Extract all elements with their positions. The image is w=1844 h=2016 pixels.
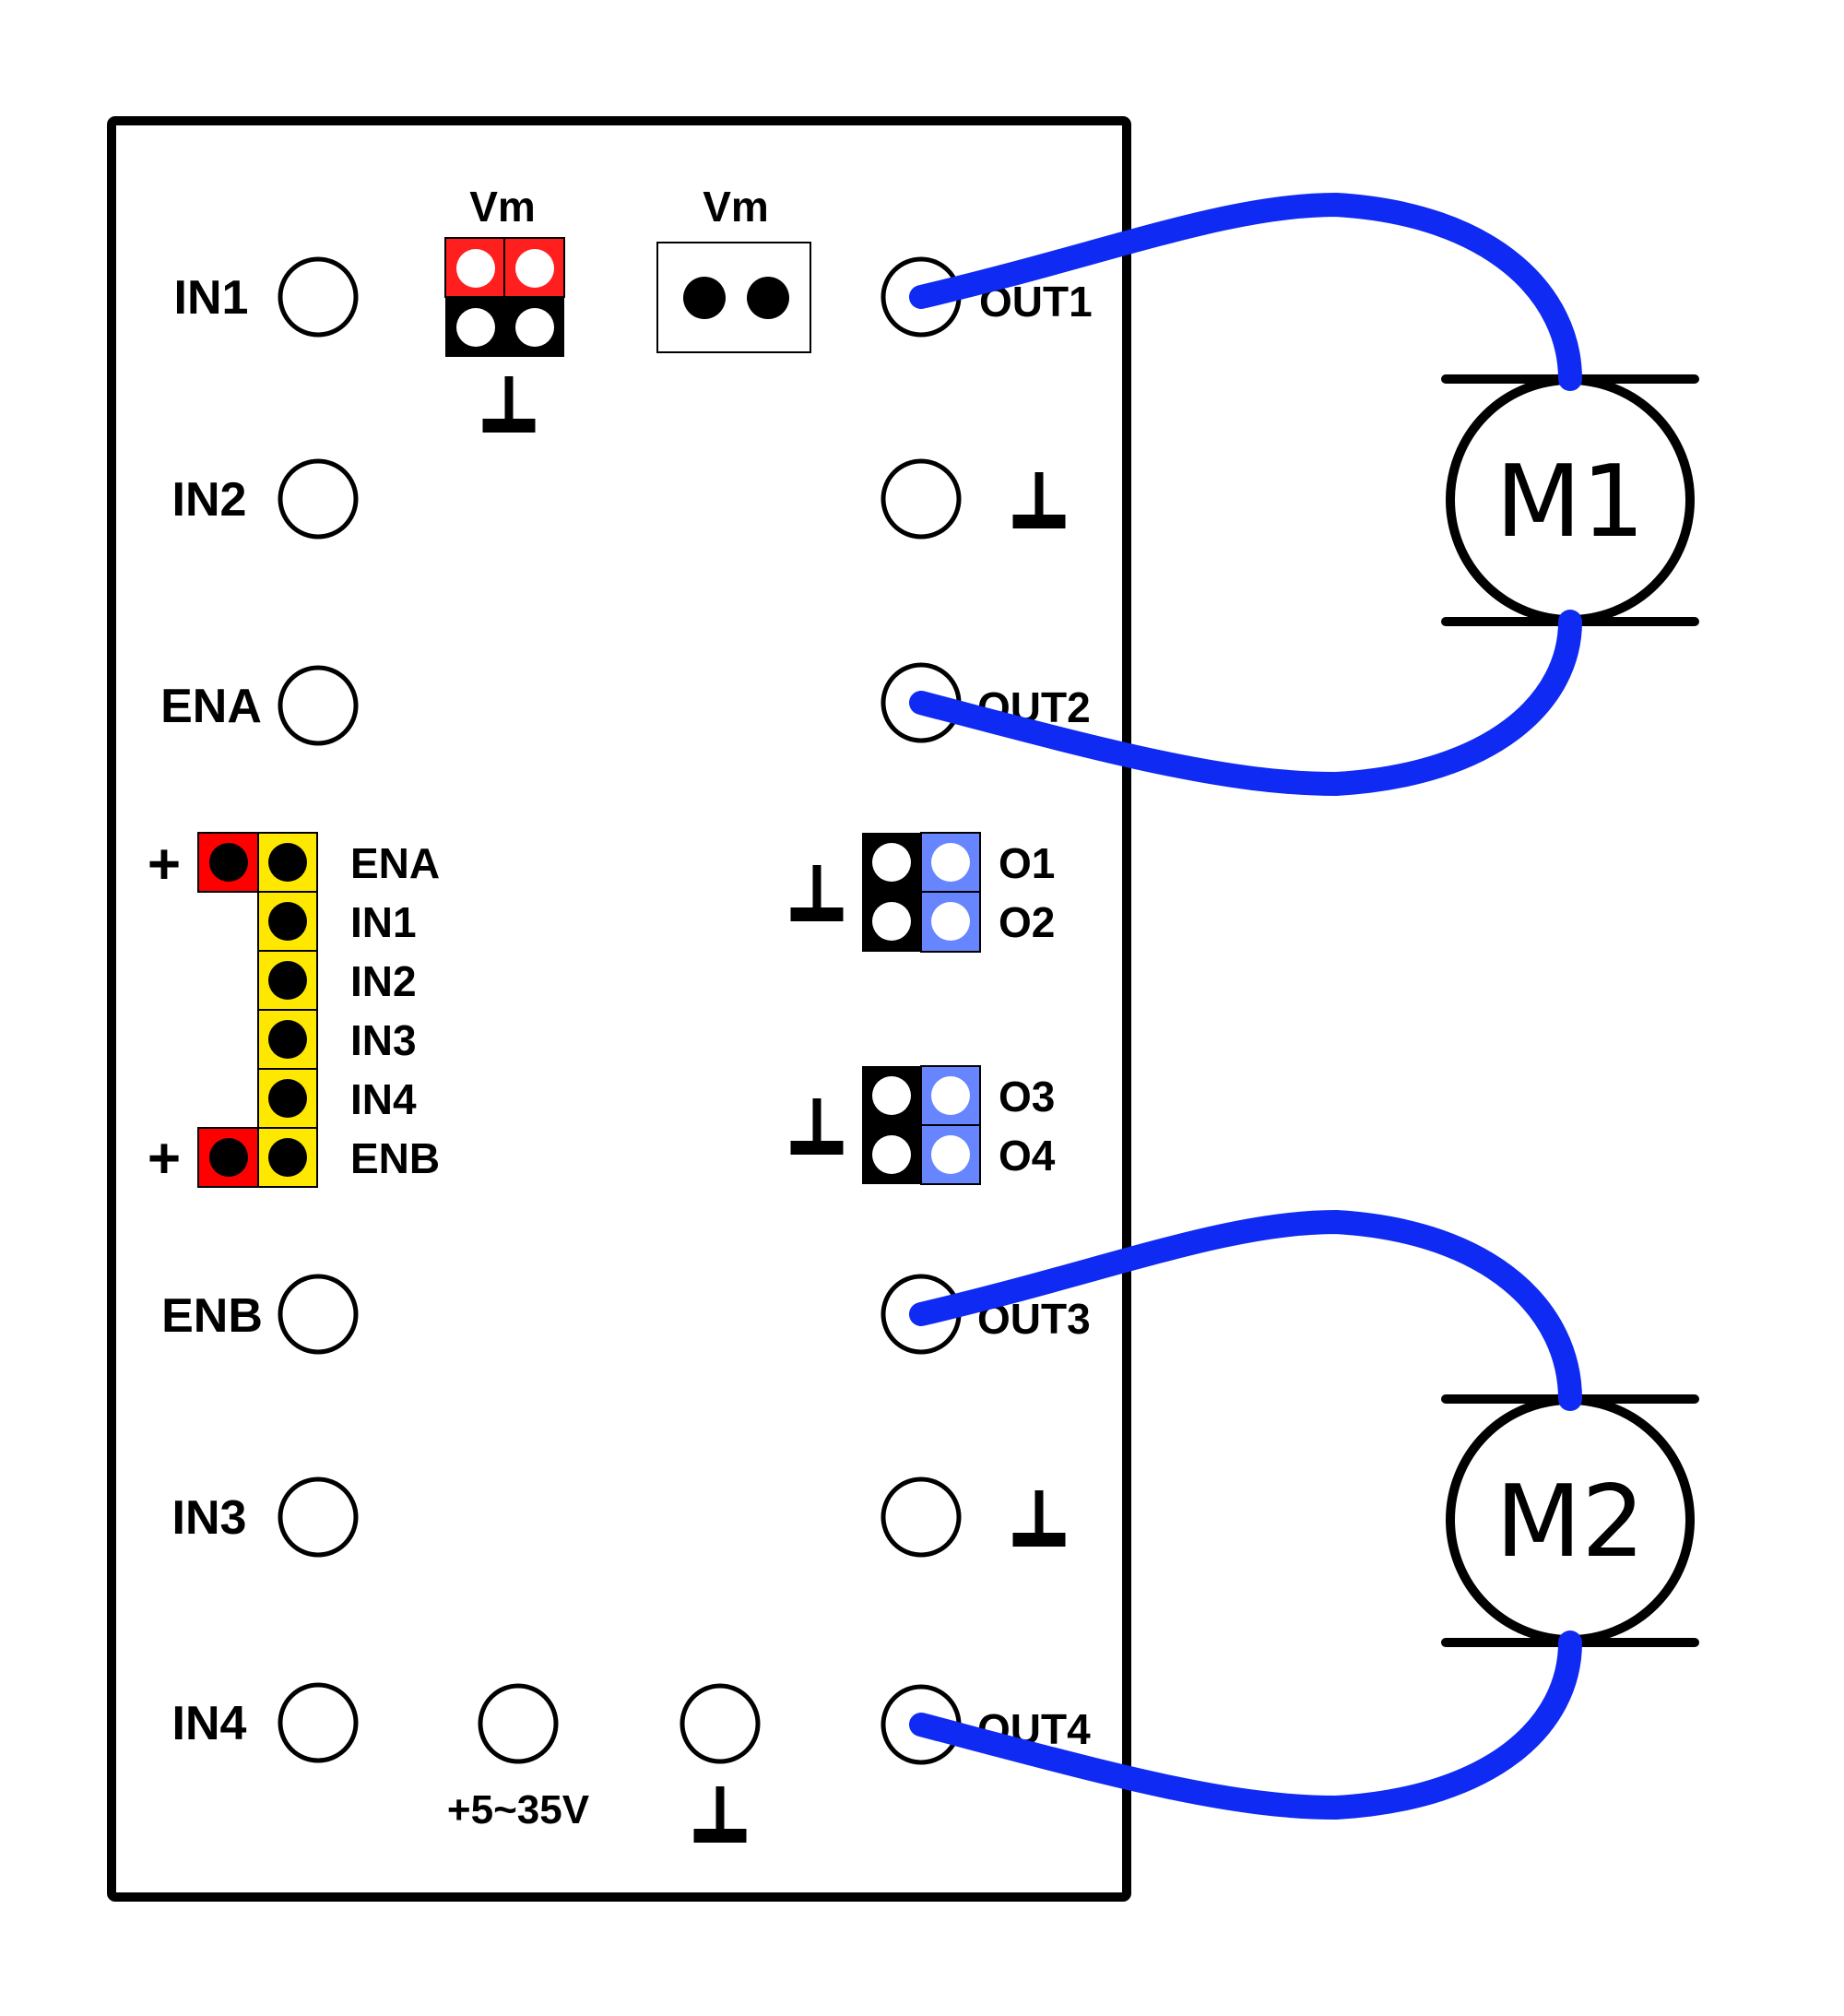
screw-terminal[interactable] — [680, 1683, 761, 1764]
plus-icon: + — [148, 1127, 181, 1191]
screw-terminal[interactable] — [278, 1476, 359, 1558]
wire-out1-m1[interactable] — [909, 192, 1582, 391]
vm-jumper[interactable]: Vm — [444, 183, 565, 433]
terminal-in4[interactable]: IN4 — [172, 1682, 359, 1763]
terminal-label: IN2 — [172, 473, 247, 527]
header-pin[interactable] — [872, 843, 911, 882]
vm-connector-label: Vm — [703, 183, 769, 231]
header-pin[interactable] — [268, 843, 307, 882]
header-pin[interactable] — [931, 1076, 970, 1115]
vm-jumper-label: Vm — [469, 183, 536, 231]
output-header-2: O3 O4 — [790, 1065, 1056, 1185]
header-pin[interactable] — [931, 843, 970, 882]
screw-terminal[interactable] — [278, 1682, 359, 1763]
header-pin-label: ENB — [350, 1134, 440, 1182]
screw-terminal[interactable] — [278, 1274, 359, 1355]
screw-terminal[interactable] — [278, 665, 359, 746]
header-pin[interactable] — [268, 1079, 307, 1118]
header-pin[interactable] — [931, 1135, 970, 1174]
header-pin[interactable] — [268, 902, 307, 941]
output-pin-label: O4 — [999, 1132, 1056, 1180]
terminal-label: IN4 — [172, 1697, 247, 1750]
header-pin[interactable] — [931, 902, 970, 941]
terminal-gnd-a[interactable] — [881, 458, 1066, 540]
screw-terminal[interactable] — [278, 256, 359, 338]
header-pin[interactable] — [268, 1020, 307, 1059]
header-pin-label: ENA — [350, 839, 440, 887]
power-terminal-gnd[interactable] — [680, 1683, 761, 1843]
output-header-1: O1 O2 — [790, 832, 1055, 953]
output-pin-cell — [920, 1065, 981, 1126]
jumper-pin — [515, 249, 554, 288]
motor-m2[interactable]: M2 — [1441, 1394, 1699, 1647]
header-pin[interactable] — [209, 843, 248, 882]
jumper-pin — [456, 249, 495, 288]
terminal-ena[interactable]: ENA — [160, 665, 359, 746]
terminal-in1[interactable]: IN1 — [174, 256, 359, 338]
power-terminal-vcc[interactable]: +5~35V — [447, 1683, 590, 1832]
motor-m1[interactable]: M1 — [1441, 374, 1699, 626]
left-terminal-block: IN1 IN2 ENA ENB IN3 IN4 — [160, 256, 359, 1763]
power-terminal-label: +5~35V — [447, 1787, 590, 1832]
header-pin[interactable] — [268, 1138, 307, 1177]
output-pin-label: O2 — [999, 898, 1055, 946]
header-pin-label: IN3 — [350, 1016, 417, 1064]
logic-header: + + ENA IN1 IN2 IN3 IN4 ENB — [148, 832, 440, 1191]
header-pin[interactable] — [268, 961, 307, 1000]
output-pin-cell — [920, 832, 981, 893]
header-pin-label: IN4 — [350, 1075, 417, 1123]
output-pin-label: O3 — [999, 1073, 1055, 1121]
terminal-label: IN3 — [172, 1491, 247, 1545]
wire-out2-m1[interactable] — [909, 610, 1582, 797]
terminal-enb[interactable]: ENB — [161, 1274, 359, 1355]
plus-icon: + — [148, 833, 181, 896]
screw-terminal[interactable] — [478, 1683, 559, 1764]
connector-pin — [683, 277, 726, 319]
header-pin-label: IN1 — [350, 898, 417, 946]
wire-out3-m2[interactable] — [909, 1209, 1582, 1411]
output-pin-cell — [920, 891, 981, 953]
header-pin[interactable] — [872, 1076, 911, 1115]
screw-terminal[interactable] — [881, 1476, 962, 1558]
motor-label: M1 — [1495, 445, 1645, 560]
header-pin[interactable] — [872, 1135, 911, 1174]
logic-pin-cell — [257, 1068, 318, 1129]
terminal-gnd-b[interactable] — [881, 1476, 1066, 1558]
connector-pin — [747, 277, 789, 319]
terminal-label: ENA — [160, 680, 262, 733]
output-pin-label: O1 — [999, 839, 1055, 887]
terminal-out1[interactable]: OUT1 — [881, 256, 1093, 338]
terminal-in2[interactable]: IN2 — [172, 458, 359, 540]
header-pin-label: IN2 — [350, 957, 417, 1005]
screw-terminal[interactable] — [278, 458, 359, 540]
screw-terminal[interactable] — [881, 458, 962, 540]
wires — [909, 192, 1582, 1820]
terminal-label: IN1 — [174, 271, 249, 325]
jumper-pin — [456, 308, 495, 347]
header-pin[interactable] — [872, 902, 911, 941]
terminal-in3[interactable]: IN3 — [172, 1476, 359, 1558]
vm-connector[interactable]: Vm — [656, 183, 811, 353]
wire-out4-m2[interactable] — [909, 1631, 1582, 1820]
jumper-pin — [515, 308, 554, 347]
motor-label: M2 — [1495, 1465, 1645, 1580]
terminal-label: ENB — [161, 1289, 263, 1343]
driver-board-outline — [107, 116, 1131, 1902]
header-pin[interactable] — [209, 1138, 248, 1177]
